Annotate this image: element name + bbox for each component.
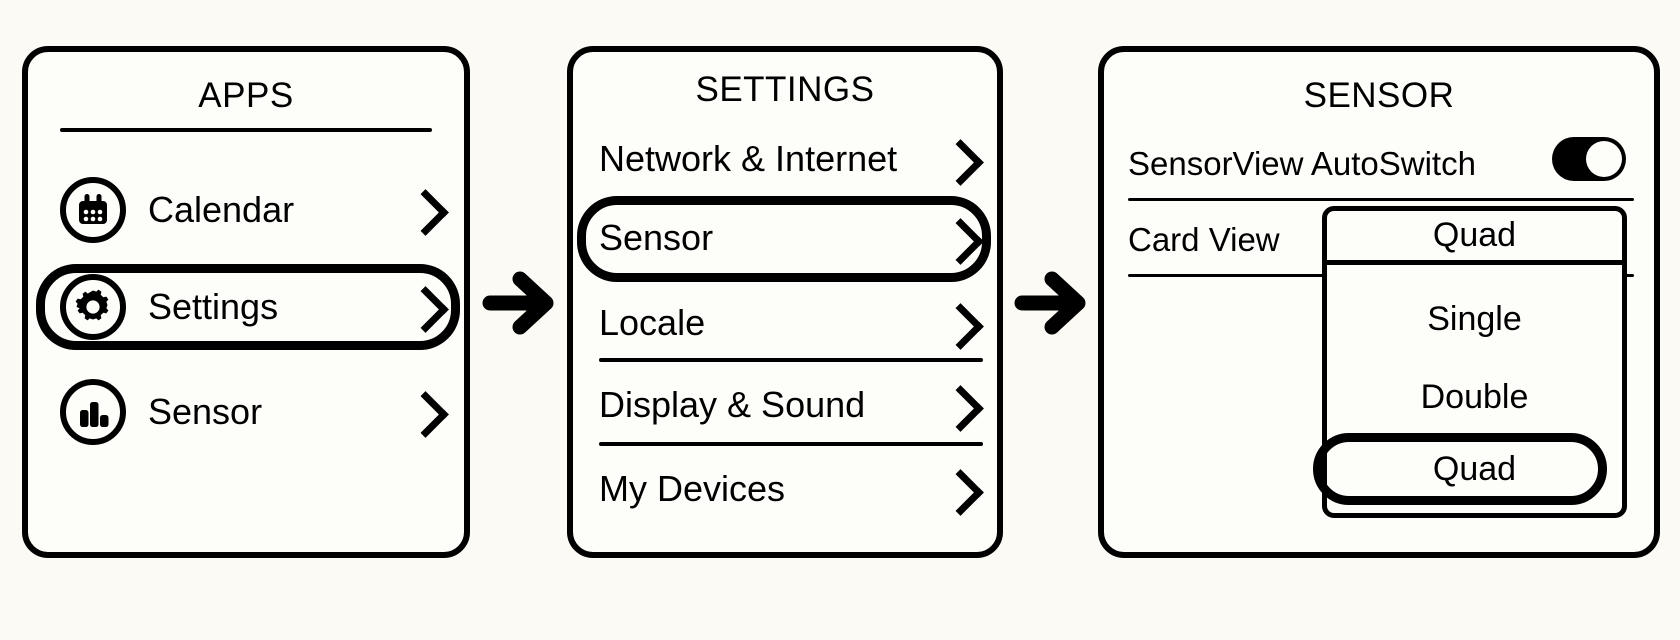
list-item-label: Calendar	[148, 189, 295, 230]
list-divider	[599, 358, 983, 362]
setting-divider	[1128, 198, 1634, 201]
calendar-icon	[60, 177, 126, 243]
list-item-display-sound[interactable]: Display & Sound	[599, 374, 984, 436]
list-item-label: Display & Sound	[599, 384, 866, 425]
list-item-locale[interactable]: Locale	[599, 292, 984, 354]
sensorview-autoswitch-toggle[interactable]	[1552, 137, 1626, 181]
list-item-label: Locale	[599, 302, 706, 343]
list-item-label: Sensor	[599, 217, 714, 258]
list-item-sensor[interactable]: Sensor	[54, 372, 450, 452]
chevron-right-icon	[937, 139, 984, 186]
panel-apps: APPS Calendar	[22, 46, 470, 558]
setting-row-card-view[interactable]: Card View	[1128, 210, 1408, 268]
list-item-label: My Devices	[599, 468, 786, 509]
bar-chart-icon	[60, 379, 126, 445]
dropdown-option-quad[interactable]: Quad	[1432, 449, 1517, 488]
page-title-apps: APPS	[198, 76, 294, 115]
setting-label: Card View	[1128, 220, 1280, 258]
list-item-network-internet[interactable]: Network & Internet	[599, 128, 984, 190]
panel-settings: SETTINGS Network & Internet Sensor Local…	[567, 46, 1003, 558]
title-divider	[60, 128, 432, 132]
chevron-right-icon	[937, 469, 984, 516]
gear-icon	[60, 274, 126, 340]
chevron-right-icon	[402, 189, 449, 236]
card-view-dropdown[interactable]: Quad Single Double Quad	[1313, 206, 1627, 518]
list-divider	[599, 442, 983, 446]
page-title-sensor: SENSOR	[1303, 76, 1455, 115]
arrow-right-icon	[482, 268, 558, 343]
chevron-right-icon	[937, 218, 984, 265]
chevron-right-icon	[402, 391, 449, 438]
chevron-right-icon	[937, 303, 984, 350]
chevron-right-icon	[937, 385, 984, 432]
chevron-right-icon	[402, 286, 449, 333]
dropdown-option-double[interactable]: Double	[1420, 377, 1529, 416]
list-item-label: Settings	[148, 286, 279, 327]
list-item-label: Sensor	[148, 391, 263, 432]
setting-label: SensorView AutoSwitch	[1128, 144, 1476, 182]
dropdown-current-value[interactable]: Quad	[1327, 211, 1622, 265]
list-item-calendar[interactable]: Calendar	[54, 170, 450, 250]
list-item-sensor[interactable]: Sensor	[599, 207, 984, 269]
toggle-knob	[1586, 141, 1622, 177]
dropdown-option-single[interactable]: Single	[1427, 299, 1522, 338]
list-item-my-devices[interactable]: My Devices	[599, 458, 984, 520]
arrow-right-icon	[1014, 268, 1090, 343]
list-item-settings[interactable]: Settings	[54, 267, 450, 347]
list-item-label: Network & Internet	[599, 138, 898, 179]
page-title-settings: SETTINGS	[695, 70, 875, 109]
selection-highlight-quad	[1313, 433, 1607, 505]
setting-row-sensorview-autoswitch[interactable]: SensorView AutoSwitch	[1128, 134, 1634, 192]
